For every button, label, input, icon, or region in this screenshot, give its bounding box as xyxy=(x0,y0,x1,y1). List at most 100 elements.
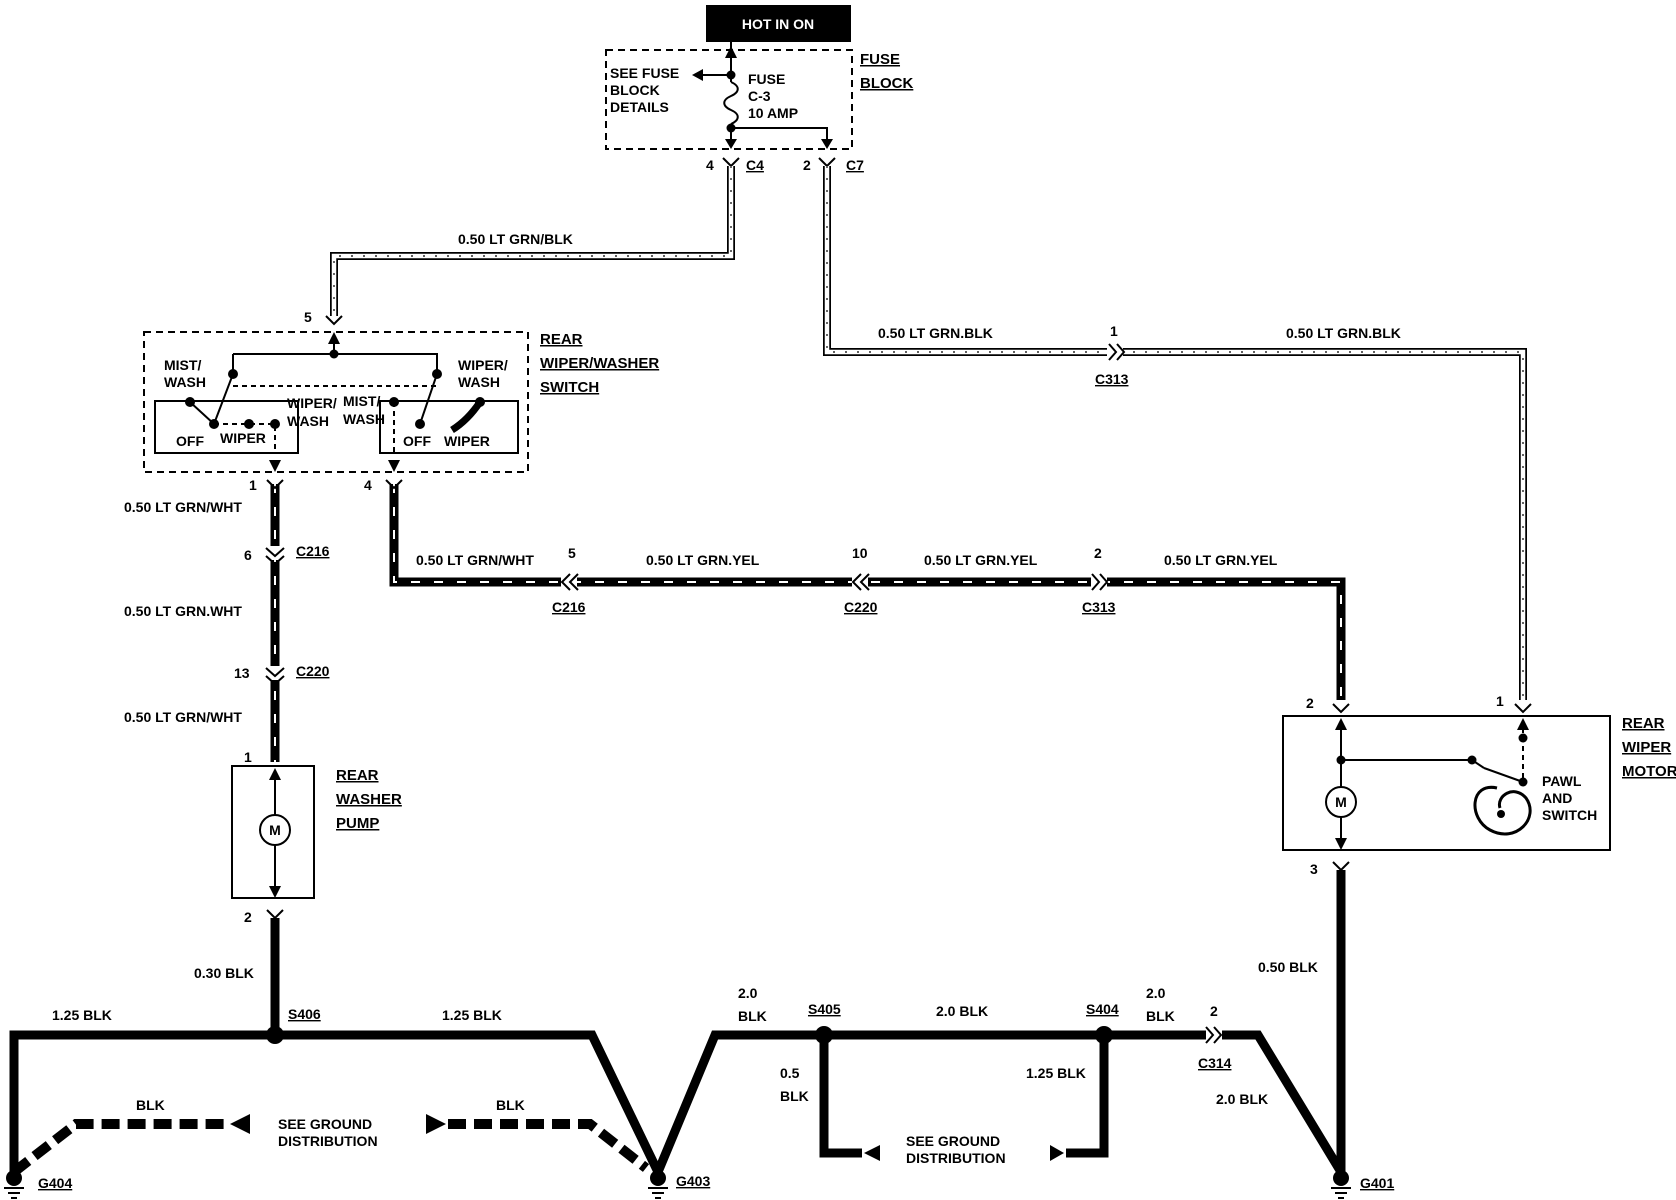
c313-mid-pin: 2 xyxy=(1094,545,1102,561)
ground-g404-icon xyxy=(4,1170,24,1199)
c216-left-pin: 6 xyxy=(244,547,252,563)
wire-label-s404-drop: 1.25 BLK xyxy=(1026,1065,1086,1081)
see-ground-right-1: SEE GROUND xyxy=(906,1133,1000,1149)
see-ground-left-2: DISTRIBUTION xyxy=(278,1133,378,1149)
c220-left-label: C220 xyxy=(296,663,330,679)
switch-pin-right: 4 xyxy=(364,477,372,493)
c7-pin: 2 xyxy=(803,157,811,173)
wire-label-left-2: 0.50 LT GRN.WHT xyxy=(124,603,242,619)
pawl-pivot-dot xyxy=(1467,755,1477,765)
wire-label-top-left: 0.50 LT GRN/BLK xyxy=(458,231,573,247)
fuse-element-icon xyxy=(723,81,739,125)
c220-left-connector-icon xyxy=(265,667,285,686)
wire-label-bot-5a: 2.0 xyxy=(1146,985,1166,1001)
ground-g404-label: G404 xyxy=(38,1175,72,1191)
wire-label-pump-gnd: 0.30 BLK xyxy=(194,965,254,981)
c4-arrow xyxy=(725,139,737,149)
motor-to-pawl-line xyxy=(1341,759,1485,769)
fuse-to-c7-line xyxy=(731,127,828,145)
pawl-contact-dot xyxy=(1518,777,1528,787)
left-ground-dist-arrow xyxy=(230,1114,250,1134)
left-contact-wiper xyxy=(244,419,254,429)
wire-label-bot-4: 2.0 BLK xyxy=(936,1003,988,1019)
switch-left-wash: WASH xyxy=(164,374,206,390)
fuse-label-1: FUSE xyxy=(748,71,785,87)
c220-mid-pin: 10 xyxy=(852,545,868,561)
splice-s404-label: S404 xyxy=(1086,1001,1119,1017)
see-ground-left-1: SEE GROUND xyxy=(278,1116,372,1132)
switch-top-arrow xyxy=(328,332,340,344)
wire-label-top-right-b: 0.50 LT GRN.BLK xyxy=(1286,325,1401,341)
left-switch-arm xyxy=(189,373,234,425)
switch-left-mist: MIST/ xyxy=(164,357,201,373)
fuse-label-2: C-3 xyxy=(748,88,771,104)
switch-mid-wash: WASH xyxy=(287,413,329,429)
c4-connector-icon xyxy=(722,157,740,168)
wire-label-bot-2: 1.25 BLK xyxy=(442,1007,502,1023)
switch-title-2: WIPER/WASHER xyxy=(540,355,659,372)
wiper-motor-symbol: M xyxy=(1335,794,1347,810)
ground-g401-icon xyxy=(1331,1170,1351,1199)
ground-g403-label: G403 xyxy=(676,1173,710,1189)
c220-left-pin: 13 xyxy=(234,665,250,681)
c220-left-gap xyxy=(266,666,284,680)
mid-ground-bus xyxy=(653,1030,1345,1175)
motor-pin3-connector-icon xyxy=(1332,861,1350,872)
pump-box xyxy=(231,765,315,899)
pump-bottom-arrow xyxy=(269,886,281,898)
motor-pin1-arrow xyxy=(1517,718,1529,730)
wire-label-top-right-a: 0.50 LT GRN.BLK xyxy=(878,325,993,341)
wire-label-mid-a: 0.50 LT GRN/WHT xyxy=(416,552,534,568)
c4-label: C4 xyxy=(746,157,764,173)
pump-pin-top: 1 xyxy=(244,749,252,765)
c313-top-label: C313 xyxy=(1095,371,1129,387)
left-ground-bus xyxy=(9,1030,663,1174)
c313-top-pin: 1 xyxy=(1110,323,1118,339)
ground-g401-label: G401 xyxy=(1360,1175,1394,1191)
wiper-motor-title-3: MOTOR xyxy=(1622,763,1676,780)
motor-pin-2: 2 xyxy=(1306,695,1314,711)
wire-label-motor-gnd: 0.50 BLK xyxy=(1258,959,1318,975)
switch-right-connector-icon xyxy=(385,479,403,490)
switch-title-3: SWITCH xyxy=(540,379,599,396)
switch-right-wash: WASH xyxy=(458,374,500,390)
switch-mid-wiper: WIPER/ xyxy=(287,395,337,411)
motor-pin3-arrow xyxy=(1335,838,1347,850)
c314-pin: 2 xyxy=(1210,1003,1218,1019)
switch-out-left-arrow xyxy=(269,460,281,472)
fuse-block-title-2: BLOCK xyxy=(860,75,913,92)
see-fuse-block-1: SEE FUSE xyxy=(610,65,679,81)
c216-left-label: C216 xyxy=(296,543,330,559)
splice-s405-dot xyxy=(815,1026,833,1044)
switch-right-wiper-wash: WIPER/ xyxy=(458,357,508,373)
motor-pin-3: 3 xyxy=(1310,861,1318,877)
switch-left-contacts xyxy=(154,400,299,454)
wire-label-bot-3b: BLK xyxy=(738,1008,767,1024)
splice-s404-dot xyxy=(1095,1026,1113,1044)
right-ground-dist-arrow xyxy=(426,1114,446,1134)
wire-label-bot-3a: 2.0 xyxy=(738,985,758,1001)
wire-label-left-1: 0.50 LT GRN/WHT xyxy=(124,499,242,515)
c7-label: C7 xyxy=(846,157,864,173)
c216-left-gap xyxy=(266,546,284,560)
splice-s406-dot xyxy=(266,1026,284,1044)
c7-arrow xyxy=(821,139,833,149)
c314-connector-icon xyxy=(1205,1026,1223,1044)
s404-drop-wire xyxy=(1066,1035,1109,1158)
left-contact-washtap xyxy=(270,419,280,429)
right-switch-arm xyxy=(419,373,438,425)
switch-box xyxy=(143,331,529,473)
wiper-motor-title-2: WIPER xyxy=(1622,739,1671,756)
hot-in-on-box xyxy=(706,5,851,42)
wire-label-mid-d: 0.50 LT GRN.YEL xyxy=(1164,552,1278,568)
c313-mid-connector-icon xyxy=(1091,573,1109,591)
wire-label-bot-1: 1.25 BLK xyxy=(52,1007,112,1023)
switch-mid-wash2: WASH xyxy=(343,411,385,427)
pawl-label-1: PAWL xyxy=(1542,773,1582,789)
s405-drop-arrow xyxy=(864,1145,880,1161)
switch-left-off: OFF xyxy=(176,433,204,449)
pawl-cam-icon xyxy=(1473,785,1532,836)
switch-right-off: OFF xyxy=(403,433,431,449)
switch-right-contacts xyxy=(379,400,519,454)
